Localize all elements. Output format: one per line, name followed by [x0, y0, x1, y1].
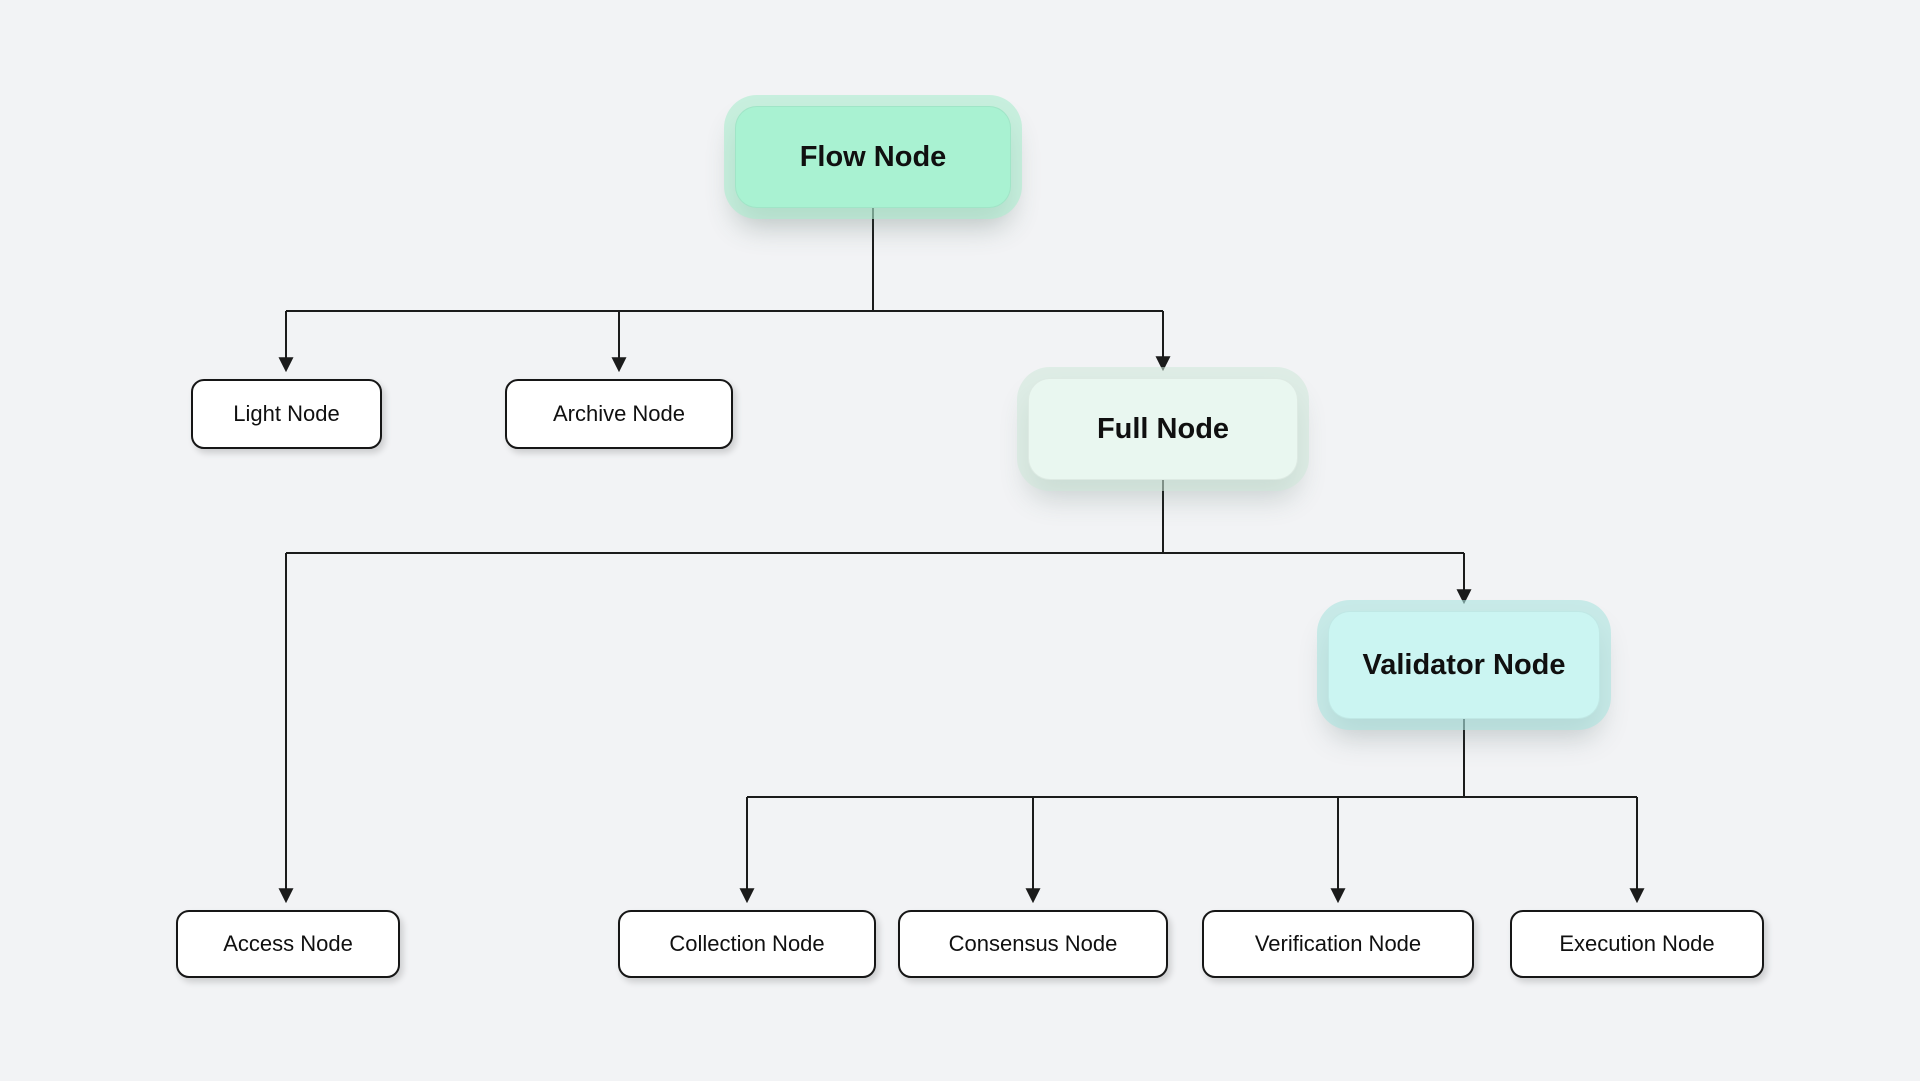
node-label-access: Access Node: [223, 931, 353, 956]
node-label-archive: Archive Node: [552, 401, 686, 426]
diagram-node-validator: Validator Node: [1328, 611, 1600, 719]
node-label-collection: Collection Node: [669, 931, 825, 956]
diagram-node-consensus: Consensus Node: [898, 910, 1168, 978]
diagram-node-verification: Verification Node: [1202, 910, 1474, 978]
diagram-node-collection: Collection Node: [618, 910, 876, 978]
diagram-node-access: Access Node: [176, 910, 400, 978]
diagram-node-archive: Archive Node: [505, 379, 733, 449]
node-label-flow: Flow Node: [799, 140, 947, 173]
node-label-full: Full Node: [1096, 412, 1230, 445]
node-label-verification: Verification Node: [1254, 931, 1422, 956]
node-label-validator: Validator Node: [1362, 648, 1566, 681]
node-label-consensus: Consensus Node: [948, 931, 1118, 956]
diagram-node-flow: Flow Node: [735, 106, 1011, 208]
diagram-node-execution: Execution Node: [1510, 910, 1764, 978]
node-label-light: Light Node: [233, 401, 340, 426]
diagram-node-light: Light Node: [191, 379, 382, 449]
diagram-node-full: Full Node: [1028, 378, 1298, 480]
node-label-execution: Execution Node: [1559, 931, 1715, 956]
